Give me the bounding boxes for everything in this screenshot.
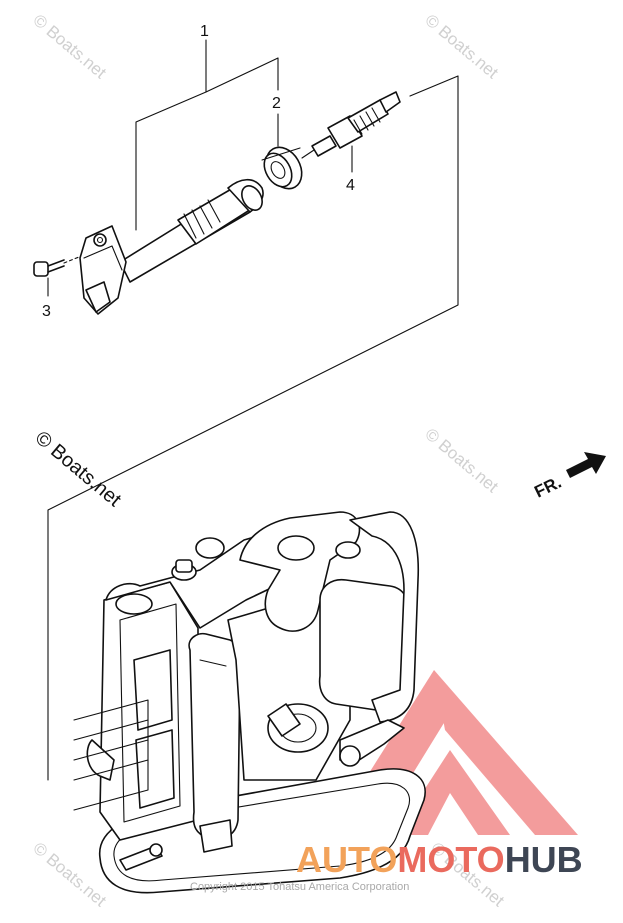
callout-2: 2: [272, 95, 281, 112]
callout-4: 4: [346, 177, 355, 194]
brand-wordmark: AUTOMOTOHUB: [296, 839, 583, 880]
bolt-part-3: [33, 254, 85, 277]
spark-plug-part-4: [301, 91, 401, 159]
watermark-faint: © Boats.net: [29, 839, 110, 911]
front-label: FR.: [531, 473, 564, 502]
watermark-main: © Boats.net: [31, 427, 126, 511]
brand-part-auto: AUTO: [296, 839, 397, 880]
brand-wordmark-text: AUTOMOTOHUB: [296, 839, 583, 880]
watermark-faint: © Boats.net: [29, 11, 110, 83]
front-direction-indicator: FR.: [531, 452, 606, 502]
seal-part-2: [261, 146, 303, 190]
watermark-faint: © Boats.net: [421, 11, 502, 83]
engine-block: [73, 511, 426, 894]
brand-part-moto: MOTO: [397, 839, 504, 880]
front-arrow-icon: [566, 452, 606, 478]
copyright-text: Copyright 2015 Tohatsu America Corporati…: [190, 881, 409, 893]
ignition-coil-part-1: [79, 178, 264, 315]
brand-part-hub: HUB: [505, 839, 583, 880]
leader-lines: [47, 39, 459, 781]
callout-1: 1: [200, 23, 209, 40]
watermark-faint: © Boats.net: [421, 425, 502, 497]
callout-3: 3: [42, 303, 51, 320]
